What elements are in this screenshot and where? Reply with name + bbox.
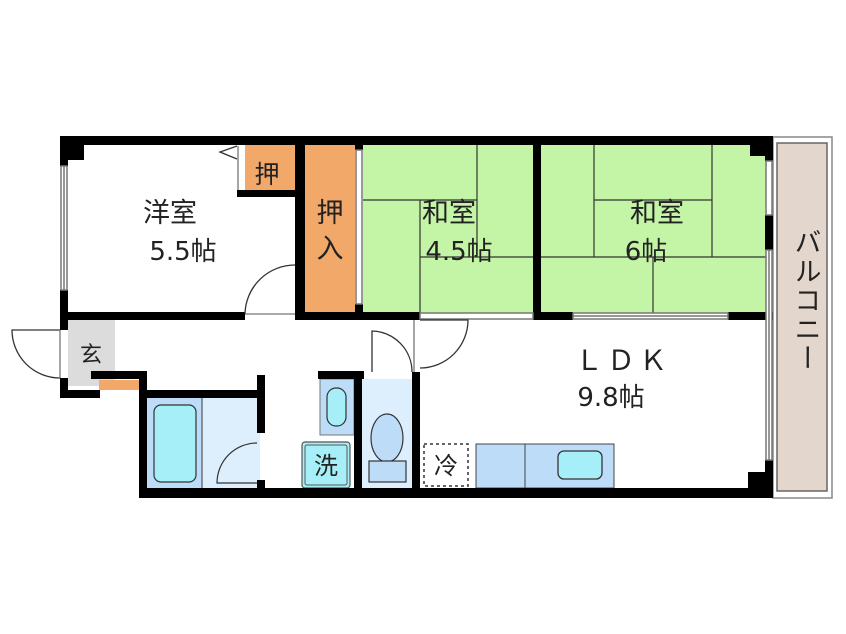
washbasin [319, 378, 355, 436]
tatami-1-size: 4.5帖 [425, 237, 492, 267]
sink-icon [557, 450, 603, 480]
closet-large-floor [305, 144, 355, 314]
washer-label: 洗 [314, 452, 338, 480]
bathtub-icon [153, 404, 197, 483]
refrigerator-label: 冷 [434, 452, 458, 480]
toilet-bowl-icon [370, 413, 404, 463]
closet-large-label-2: 入 [317, 234, 344, 265]
kitchen-counter [475, 443, 615, 489]
western-room-label: 洋室 [143, 198, 197, 229]
tatami-2-size: 6帖 [625, 237, 668, 267]
western-room-size: 5.5帖 [149, 237, 216, 267]
ldk-label: ＬＤＫ [575, 344, 671, 377]
bathroom [147, 398, 260, 488]
shoe-cabinet [99, 380, 139, 390]
western-room-door-icon [244, 264, 296, 315]
closet-large-label-1: 押 [317, 198, 344, 229]
tatami-room-4-5 [363, 144, 533, 314]
closet-small-floor [245, 144, 295, 194]
entrance-door-icon [11, 329, 61, 379]
bath-door-icon [216, 442, 258, 484]
ldk-size: 9.8帖 [577, 383, 644, 413]
balcony-label: バルコニー [790, 228, 821, 373]
refrigerator-space [423, 443, 469, 487]
windows [60, 149, 773, 461]
washroom-door-icon [371, 330, 413, 373]
closet-door-icon [218, 145, 238, 160]
toilet-room [362, 379, 412, 488]
walls [60, 136, 773, 498]
tatami-2-label: 和室 [630, 198, 684, 229]
toilet-tank-icon [368, 460, 407, 483]
closet-small-label: 押 [254, 160, 279, 189]
entrance-label: 玄 [80, 343, 102, 368]
balcony [772, 136, 833, 499]
tatami-1-label: 和室 [422, 198, 476, 229]
doors [11, 145, 469, 379]
tatami-room-6 [541, 144, 767, 314]
ldk-door-icon [419, 319, 469, 369]
basin-icon [326, 387, 347, 427]
